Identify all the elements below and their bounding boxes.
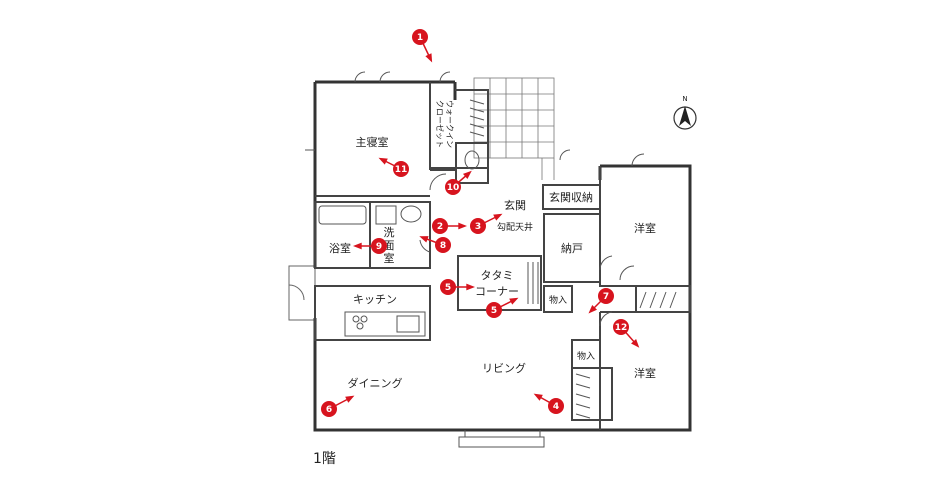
marker-number: 5: [445, 283, 451, 293]
marker-circle: [432, 218, 448, 234]
photo-marker-8[interactable]: 8: [419, 236, 451, 253]
marker-number: 11: [395, 165, 408, 175]
western-room-1-label: 洋室: [634, 221, 656, 235]
kitchen-label: キッチン: [353, 293, 397, 306]
western-room-2-label: 洋室: [634, 366, 656, 380]
marker-circle: [470, 218, 486, 234]
storage-2-label: 物入: [577, 350, 595, 362]
room-labels: 主寝室 ウォークイン クローゼット 玄関 玄関収納 洋室 浴室 洗 面 室 勾配…: [329, 100, 656, 390]
vaulted-ceiling-label: 勾配天井: [497, 221, 533, 233]
marker-arrow-icon: [419, 236, 429, 243]
photo-marker-1[interactable]: 1: [412, 29, 433, 63]
photo-marker-6[interactable]: 6: [321, 395, 355, 417]
marker-arrow-icon: [466, 283, 475, 291]
marker-number: 5: [491, 306, 497, 316]
marker-arrow-icon: [463, 170, 472, 179]
marker-arrow-icon: [588, 305, 597, 314]
marker-number: 8: [440, 241, 446, 251]
marker-circle: [435, 237, 451, 253]
storage-1-label: 物入: [549, 294, 567, 306]
marker-number: 10: [447, 183, 460, 193]
marker-circle: [371, 238, 387, 254]
marker-circle: [440, 279, 456, 295]
bay-window: [288, 265, 316, 321]
photo-marker-5[interactable]: 5: [440, 279, 475, 295]
tatami-label-1: タタミ: [481, 269, 514, 282]
photo-marker-5[interactable]: 5: [486, 297, 519, 318]
marker-arrow-icon: [509, 297, 519, 305]
marker-circle: [412, 29, 428, 45]
master-bedroom-label: 主寝室: [356, 135, 389, 149]
washroom-label-1: 洗: [384, 226, 395, 239]
floor-label: 1階: [313, 451, 336, 467]
photo-marker-9[interactable]: 9: [353, 238, 387, 254]
marker-number: 7: [603, 292, 609, 302]
marker-arrow-icon: [493, 213, 503, 221]
walkin-label-2: クローゼット: [435, 100, 445, 148]
marker-number: 3: [475, 222, 481, 232]
storeroom-label: 納戸: [561, 242, 583, 255]
marker-circle: [598, 288, 614, 304]
marker-circle: [548, 398, 564, 414]
dining-label: ダイニング: [348, 376, 403, 390]
marker-circle: [613, 319, 629, 335]
photo-marker-4[interactable]: 4: [533, 393, 564, 414]
marker-circle: [486, 302, 502, 318]
compass-label: N: [682, 95, 687, 103]
marker-arrow-icon: [533, 393, 543, 401]
photo-marker-2[interactable]: 2: [432, 218, 467, 234]
interior-walls: [314, 82, 691, 430]
marker-arrow-icon: [458, 222, 467, 230]
marker-number: 9: [376, 242, 382, 252]
photo-marker-10[interactable]: 10: [445, 170, 472, 195]
marker-circle: [445, 179, 461, 195]
washroom-label-3: 室: [384, 251, 395, 265]
marker-number: 6: [326, 405, 332, 415]
photo-marker-12[interactable]: 12: [613, 319, 640, 348]
marker-number: 2: [437, 222, 443, 232]
marker-arrow-icon: [378, 157, 388, 165]
bathroom-label: 浴室: [329, 241, 351, 255]
marker-arrow-icon: [425, 53, 433, 63]
living-label: リビング: [482, 361, 526, 375]
compass: N: [673, 95, 697, 130]
fixtures: [305, 71, 677, 448]
entrance-label: 玄関: [504, 198, 526, 212]
marker-circle: [393, 161, 409, 177]
marker-arrow-icon: [631, 339, 640, 348]
photo-marker-11[interactable]: 11: [378, 157, 409, 177]
washroom-label-2: 面: [384, 239, 395, 252]
photo-marker-3[interactable]: 3: [470, 213, 503, 234]
marker-number: 12: [615, 323, 628, 333]
marker-arrow-icon: [345, 395, 355, 403]
marker-number: 1: [417, 33, 423, 43]
tatami-label-2: コーナー: [475, 285, 519, 298]
marker-circle: [321, 401, 337, 417]
marker-arrow-icon: [353, 242, 362, 250]
marker-number: 4: [553, 402, 559, 412]
photo-marker-7[interactable]: 7: [588, 288, 614, 314]
deck-grid: [473, 77, 555, 180]
entrance-storage-label: 玄関収納: [549, 190, 593, 204]
walkin-label-1: ウォークイン: [445, 100, 454, 148]
